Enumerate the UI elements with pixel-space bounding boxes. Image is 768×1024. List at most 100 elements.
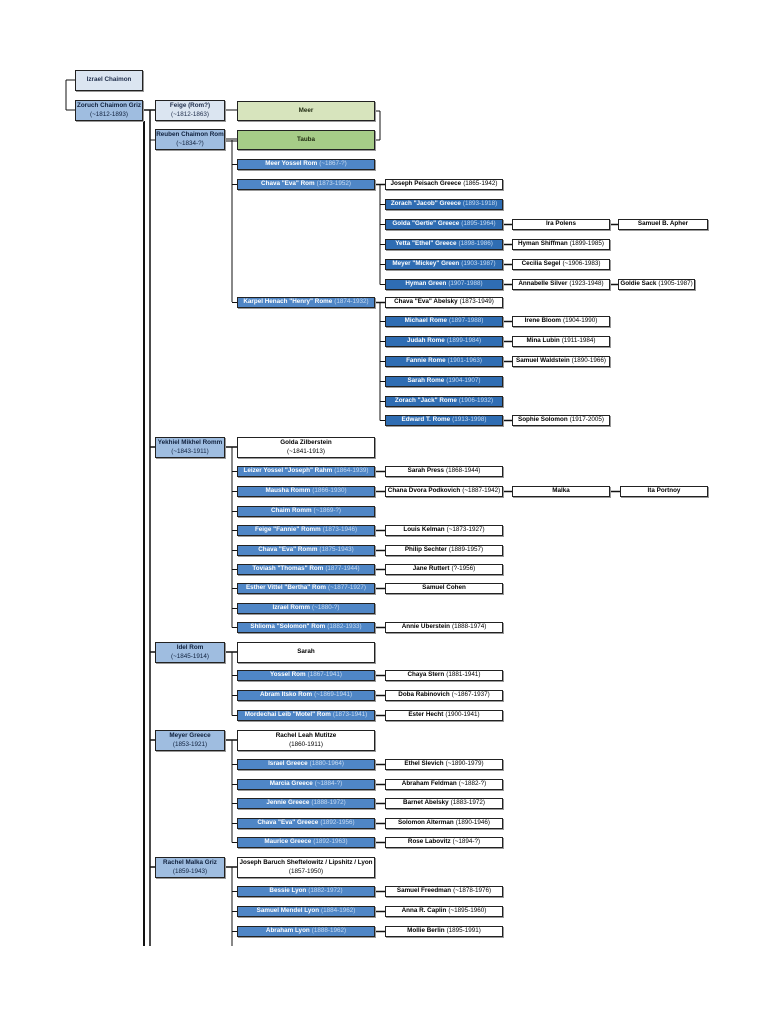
person-box: Mordechai Leib "Motel" Rom(1873-1941) (237, 710, 375, 721)
person-box: Samuel Freedman(~1878-1976) (385, 886, 503, 897)
person-dates: (1873-1949) (459, 298, 494, 306)
person-dates: (~1878-1976) (453, 887, 492, 895)
person-name: Abraham Lyon (265, 927, 310, 935)
person-box: Feige (Rom?) (~1812-1863) (155, 100, 225, 121)
person-dates: (~1812-1863) (171, 111, 209, 118)
person-box: Rose Labovitz(~1894-?) (385, 837, 503, 848)
person-box: Chava "Eva" Abelsky(1873-1949) (385, 297, 503, 308)
person-name: Sophie Solomon (518, 416, 568, 424)
person-name: Malka (552, 487, 570, 495)
person-dates: (1865-1942) (463, 180, 498, 188)
person-box: Judah Rome(1899-1984) (385, 336, 503, 347)
person-name: Toviash "Thomas" Rom (252, 565, 324, 573)
person-dates: (~1877-1927) (328, 584, 367, 592)
person-dates: (~1867-?) (319, 160, 347, 168)
person-box: Ester Hecht(1900-1941) (385, 710, 503, 721)
person-name: Cecilia Segel (521, 260, 561, 268)
person-name: Shlioma "Solomon" Rom (250, 623, 326, 631)
person-box: Meer (237, 101, 375, 121)
person-box: Anna R. Caplin(~1895-1960) (385, 906, 503, 917)
person-box: Solomon Alterman(1890-1946) (385, 818, 503, 829)
person-box: Joseph Baruch Sheftelowitz / Lipshitz / … (237, 857, 375, 878)
person-box: Malka (512, 486, 610, 497)
person-name: Goldie Sack (620, 280, 657, 288)
person-name: Golda "Gertie" Greece (392, 220, 460, 228)
person-box: Jane Ruttert(?-1956) (385, 564, 503, 575)
person-box: Philip Sechter(1889-1957) (385, 545, 503, 556)
person-box: Yekhiel Mikhel Romm(~1843-1911) (155, 437, 225, 458)
person-dates: (1906-1932) (458, 397, 494, 405)
person-name: Zoruch Chaimon Griz (76, 101, 142, 109)
person-dates: (~1841-1913) (287, 448, 325, 455)
person-box: Toviash "Thomas" Rom(1877-1944) (237, 564, 375, 575)
person-box: Shlioma "Solomon" Rom(1882-1933) (237, 622, 375, 633)
person-box: Zoruch Chaimon Griz(~1812-1893) (75, 100, 143, 121)
person-name: Meyer Greece (169, 731, 211, 739)
person-name: Karpel Henach "Henry" Rome (243, 298, 333, 306)
person-dates: (1860-1911) (289, 741, 323, 748)
person-dates: (1898-1986) (458, 240, 493, 248)
person-name: Barnet Abelsky (403, 799, 449, 807)
person-dates: (~1873-1927) (446, 526, 485, 534)
person-dates: (1866-1930) (312, 487, 347, 495)
person-dates: (1889-1957) (448, 546, 484, 554)
person-box: Hyman Shiffman(1899-1985) (512, 239, 610, 250)
person-name: Meer Yossel Rom (265, 160, 318, 168)
person-name: Yetta "Ethel" Greece (395, 240, 457, 248)
person-name: Chava "Eva" Abelsky (394, 298, 458, 306)
person-box: Sarah Press(1868-1944) (385, 466, 503, 477)
person-dates: (1864-1939) (334, 467, 369, 475)
person-box: Chana Dvora Podkovich(~1887-1942) (385, 486, 503, 497)
person-name: Michael Rome (404, 317, 448, 325)
person-name: Samuel Cohen (422, 584, 466, 592)
person-box: Chava "Eva" Romm(1875-1943) (237, 545, 375, 556)
person-dates: (1880-1964) (309, 760, 344, 768)
person-dates: (1853-1921) (172, 741, 208, 748)
person-dates: (1875-1943) (319, 546, 354, 554)
person-dates: (1888-1972) (311, 799, 346, 807)
person-name: Philip Sechter (404, 546, 447, 554)
person-dates: (1892-1956) (320, 819, 355, 827)
person-box: Karpel Henach "Henry" Rome(1874-1932) (237, 297, 375, 308)
person-box: Chava "Eva" Rom(1873-1952) (237, 179, 375, 190)
person-dates: (1899-1985) (569, 240, 604, 248)
person-dates: (1883-1972) (450, 799, 485, 807)
person-dates: (~1906-1983) (562, 260, 601, 268)
person-dates: (~1867-1937) (451, 691, 490, 699)
person-box: Meyer "Mickey" Green(1903-1987) (385, 259, 503, 270)
person-dates: (1882-1933) (327, 623, 362, 631)
person-name: Feige "Fannie" Romm (254, 526, 321, 534)
person-name: Solomon Alterman (397, 819, 454, 827)
person-box: Feige "Fannie" Romm(1873-1946) (237, 525, 375, 536)
person-name: Samuel Freedman (396, 887, 452, 895)
person-name: Feige (Rom?) (169, 101, 211, 109)
person-dates: (1857-1950) (288, 868, 324, 875)
person-box: Hyman Green(1907-1988) (385, 279, 503, 290)
person-box: Samuel Mendel Lyon(1884-1962) (237, 906, 375, 917)
person-name: Meyer "Mickey" Green (392, 260, 460, 268)
person-dates: (1890-1946) (455, 819, 491, 827)
person-dates: (~1845-1914) (171, 653, 209, 660)
person-name: Zorach "Jacob" Greece (390, 200, 461, 208)
person-dates: (1900-1941) (445, 711, 480, 719)
person-box: Edward T. Rome(1913-1998) (385, 415, 503, 426)
person-name: Annabelle Silver (518, 280, 568, 288)
person-name: Maurice Greece (264, 838, 312, 846)
person-dates: (1892-1963) (313, 838, 348, 846)
person-box: Zorach "Jacob" Greece(1893-1918) (385, 199, 503, 210)
person-name: Sarah Press (407, 467, 445, 475)
person-box: Abraham Feldman(~1882-?) (385, 779, 503, 790)
person-box: Goldie Sack(1905-1987) (618, 279, 695, 290)
person-box: Mausha Romm(1866-1930) (237, 486, 375, 497)
person-dates: (1903-1987) (461, 260, 496, 268)
person-name: Sarah Rome (407, 377, 445, 385)
person-box: Izrael Chaimon (75, 70, 143, 91)
person-dates: (1873-1946) (322, 526, 358, 534)
person-dates: (1890-1966) (571, 357, 606, 365)
person-name: Abraham Feldman (401, 780, 457, 788)
person-name: Anna R. Caplin (401, 907, 447, 915)
person-box: Golda Zilberstein(~1841-1913) (237, 437, 375, 458)
person-name: Joseph Peisach Greece (390, 180, 462, 188)
person-dates: (1888-1962) (311, 927, 347, 935)
